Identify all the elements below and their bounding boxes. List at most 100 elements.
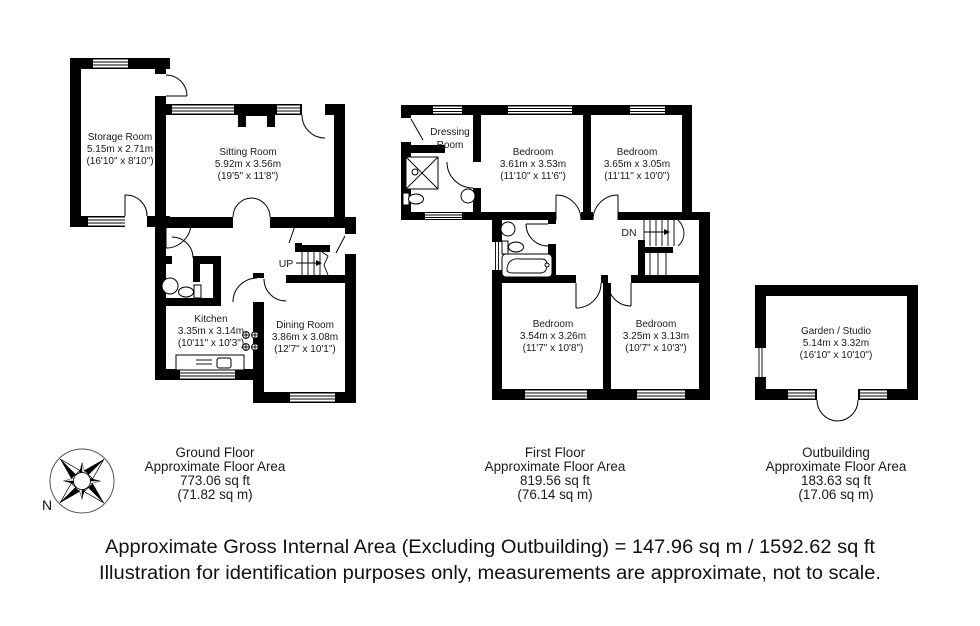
first-floor-area-ft: 819.56 sq ft xyxy=(520,473,590,488)
garden-studio-name: Garden / Studio xyxy=(801,326,871,337)
ground-floor-room-labels: Storage Room 5.15m x 2.71m (16'10" x 8'1… xyxy=(86,132,338,355)
wall xyxy=(155,96,166,380)
shower-room-fixtures xyxy=(402,156,476,206)
dressing-room-name-2: Room xyxy=(437,140,464,151)
wall xyxy=(603,283,611,389)
disclaimer-line: Illustration for identification purposes… xyxy=(99,563,881,584)
wall xyxy=(631,275,710,283)
first-floor-heading: First Floor xyxy=(525,445,586,460)
stair-arrowhead xyxy=(664,229,670,235)
wall xyxy=(858,389,918,400)
door-arc xyxy=(446,161,474,189)
window xyxy=(630,106,665,114)
wall xyxy=(158,217,233,228)
wall xyxy=(618,212,710,220)
bathroom-fixtures xyxy=(500,221,553,278)
wall xyxy=(193,264,200,282)
bedroom3-metric: 3.54m x 3.26m xyxy=(520,331,586,342)
dining-room-metric: 3.86m x 3.08m xyxy=(272,332,338,343)
wall xyxy=(473,105,481,162)
door-arc xyxy=(575,282,602,309)
wall xyxy=(492,389,710,400)
fireplace-recess xyxy=(246,116,267,127)
wall xyxy=(601,275,608,283)
bedroom1-metric: 3.61m x 3.53m xyxy=(500,159,566,170)
wall xyxy=(193,256,221,264)
stair-winder xyxy=(677,219,685,247)
staircase-down xyxy=(643,219,685,275)
door-arc xyxy=(525,223,549,247)
bedroom1-imperial: (11'10" x 11'6") xyxy=(500,171,566,182)
double-door-arc xyxy=(816,399,838,422)
wall xyxy=(334,104,345,228)
door-leaf xyxy=(335,235,346,254)
wall xyxy=(345,254,356,403)
basin-icon xyxy=(161,277,179,295)
outbuilding-area-line: Approximate Floor Area xyxy=(766,459,907,474)
door-arc xyxy=(165,74,188,97)
wall xyxy=(492,275,576,283)
stair-arrowhead xyxy=(316,260,322,266)
window xyxy=(290,393,335,402)
floor-area-captions: Ground Floor Approximate Floor Area 773.… xyxy=(145,445,907,502)
first-floor-windows xyxy=(425,106,685,399)
outbuilding-room-labels: Garden / Studio 5.14m x 3.32m (16'10" x … xyxy=(800,326,873,361)
wc-fixtures xyxy=(161,277,202,299)
ground-floor-plan: Storage Room 5.15m x 2.71m (16'10" x 8'1… xyxy=(70,58,356,403)
wall xyxy=(492,270,502,389)
wall xyxy=(583,105,591,212)
kitchen-counter xyxy=(175,354,245,371)
kitchen-metric: 3.35m x 3.14m xyxy=(178,326,244,337)
wall xyxy=(682,105,692,212)
compass-circle xyxy=(49,448,115,514)
gross-internal-area-line: Approximate Gross Internal Area (Excludi… xyxy=(105,537,876,558)
wall xyxy=(253,273,264,278)
basin-icon xyxy=(500,221,516,237)
bedroom2-imperial: (11'11" x 10'0") xyxy=(604,171,670,182)
first-floor-plan: Dressing Room Bedroom 3.61m x 3.53m (11'… xyxy=(401,105,710,400)
double-door-arc xyxy=(836,399,859,422)
bathtub-icon xyxy=(501,253,553,278)
wall xyxy=(155,298,221,306)
kitchen-imperial: (10'11" x 10'3") xyxy=(178,338,244,349)
ground-floor-area-m: (71.82 sq m) xyxy=(177,487,252,502)
outbuilding-windows xyxy=(756,348,887,399)
dining-room-imperial: (12'7" x 10'1") xyxy=(274,344,336,355)
compass-rose xyxy=(49,448,115,514)
wall xyxy=(213,256,221,306)
wall xyxy=(473,188,481,220)
bedroom1-name: Bedroom xyxy=(513,147,554,158)
double-door-arc xyxy=(232,197,253,218)
dining-room-name: Dining Room xyxy=(276,320,334,331)
first-floor-area-m: (76.14 sq m) xyxy=(517,487,592,502)
door-arc xyxy=(301,114,326,139)
wall xyxy=(345,228,356,234)
hob-icon xyxy=(242,331,259,351)
door-arc xyxy=(232,277,258,303)
compass-north-label: N xyxy=(42,497,52,513)
wall xyxy=(907,285,918,400)
wall xyxy=(492,220,502,242)
window xyxy=(277,105,300,114)
toilet-icon xyxy=(408,193,424,205)
window xyxy=(172,105,234,114)
outbuilding-walls xyxy=(755,285,918,400)
door-arc xyxy=(263,278,287,302)
outbuilding-doors xyxy=(816,399,859,422)
toilet-cistern-icon xyxy=(193,284,202,299)
double-door-arc xyxy=(251,197,271,218)
first-floor-area-line: Approximate Floor Area xyxy=(485,459,626,474)
wall xyxy=(295,217,302,223)
compass-hub xyxy=(73,472,91,490)
staircase-up xyxy=(296,251,329,276)
ground-floor-doors xyxy=(124,74,346,303)
wall xyxy=(640,247,673,253)
wall xyxy=(286,275,345,283)
window xyxy=(93,59,128,68)
wall xyxy=(70,58,81,227)
bedroom2-name: Bedroom xyxy=(617,147,658,158)
storage-room-imperial: (16'10" x 8'10") xyxy=(86,156,153,167)
bedroom3-name: Bedroom xyxy=(533,319,574,330)
window xyxy=(425,213,462,219)
